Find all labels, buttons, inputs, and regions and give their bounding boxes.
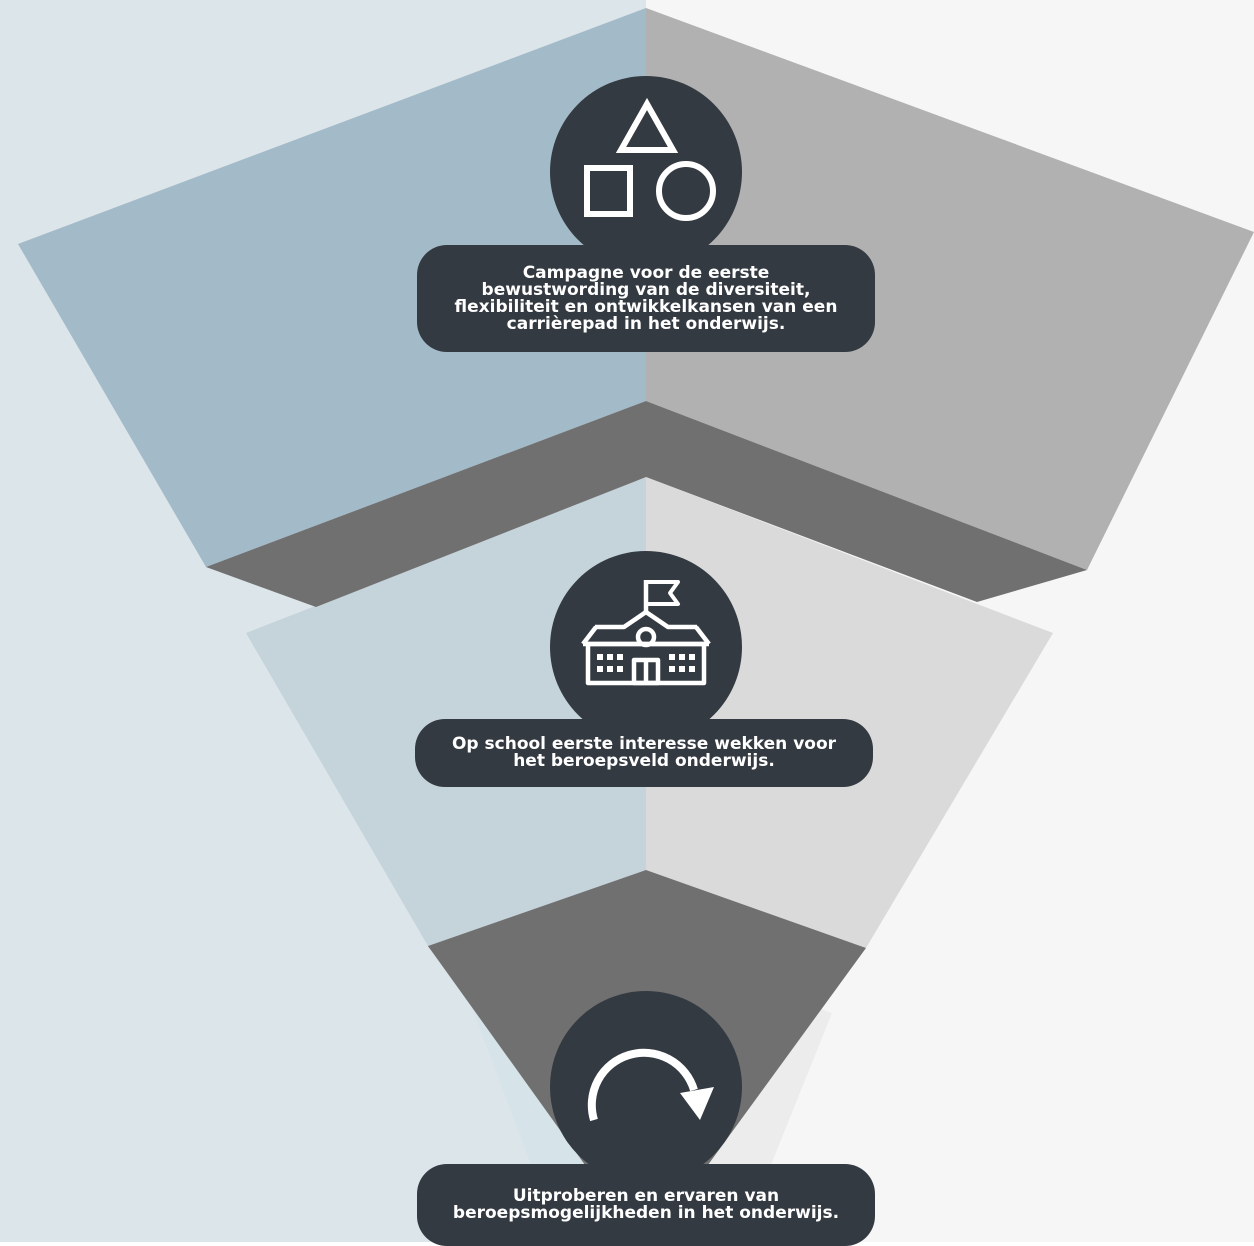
tier1-right-face <box>646 8 1254 570</box>
tier2-fold-inner-left <box>428 946 646 1003</box>
step-3-label: Uitproberen en ervaren van beroepsmogeli… <box>417 1164 875 1246</box>
tier1-left-face <box>18 8 646 567</box>
tier1-fold <box>206 401 1087 607</box>
tier2-right-face <box>646 477 1053 948</box>
step-2-label: Op school eerste interesse wekken voor h… <box>415 719 873 787</box>
redo-arrow-icon <box>587 1048 714 1122</box>
badge-circle-1 <box>550 76 742 268</box>
step-2-text: Op school eerste interesse wekken voor h… <box>451 734 837 771</box>
step-1-label: Campagne voor de eerste bewustwording va… <box>417 245 875 352</box>
step-3-text: Uitproberen en ervaren van beroepsmogeli… <box>452 1186 840 1223</box>
shapes-icon <box>584 97 716 221</box>
badge-circle-3 <box>550 991 742 1183</box>
school-building-icon <box>581 580 711 686</box>
school-windows <box>597 654 695 672</box>
step-1-text: Campagne voor de eerste bewustwording va… <box>454 262 838 334</box>
